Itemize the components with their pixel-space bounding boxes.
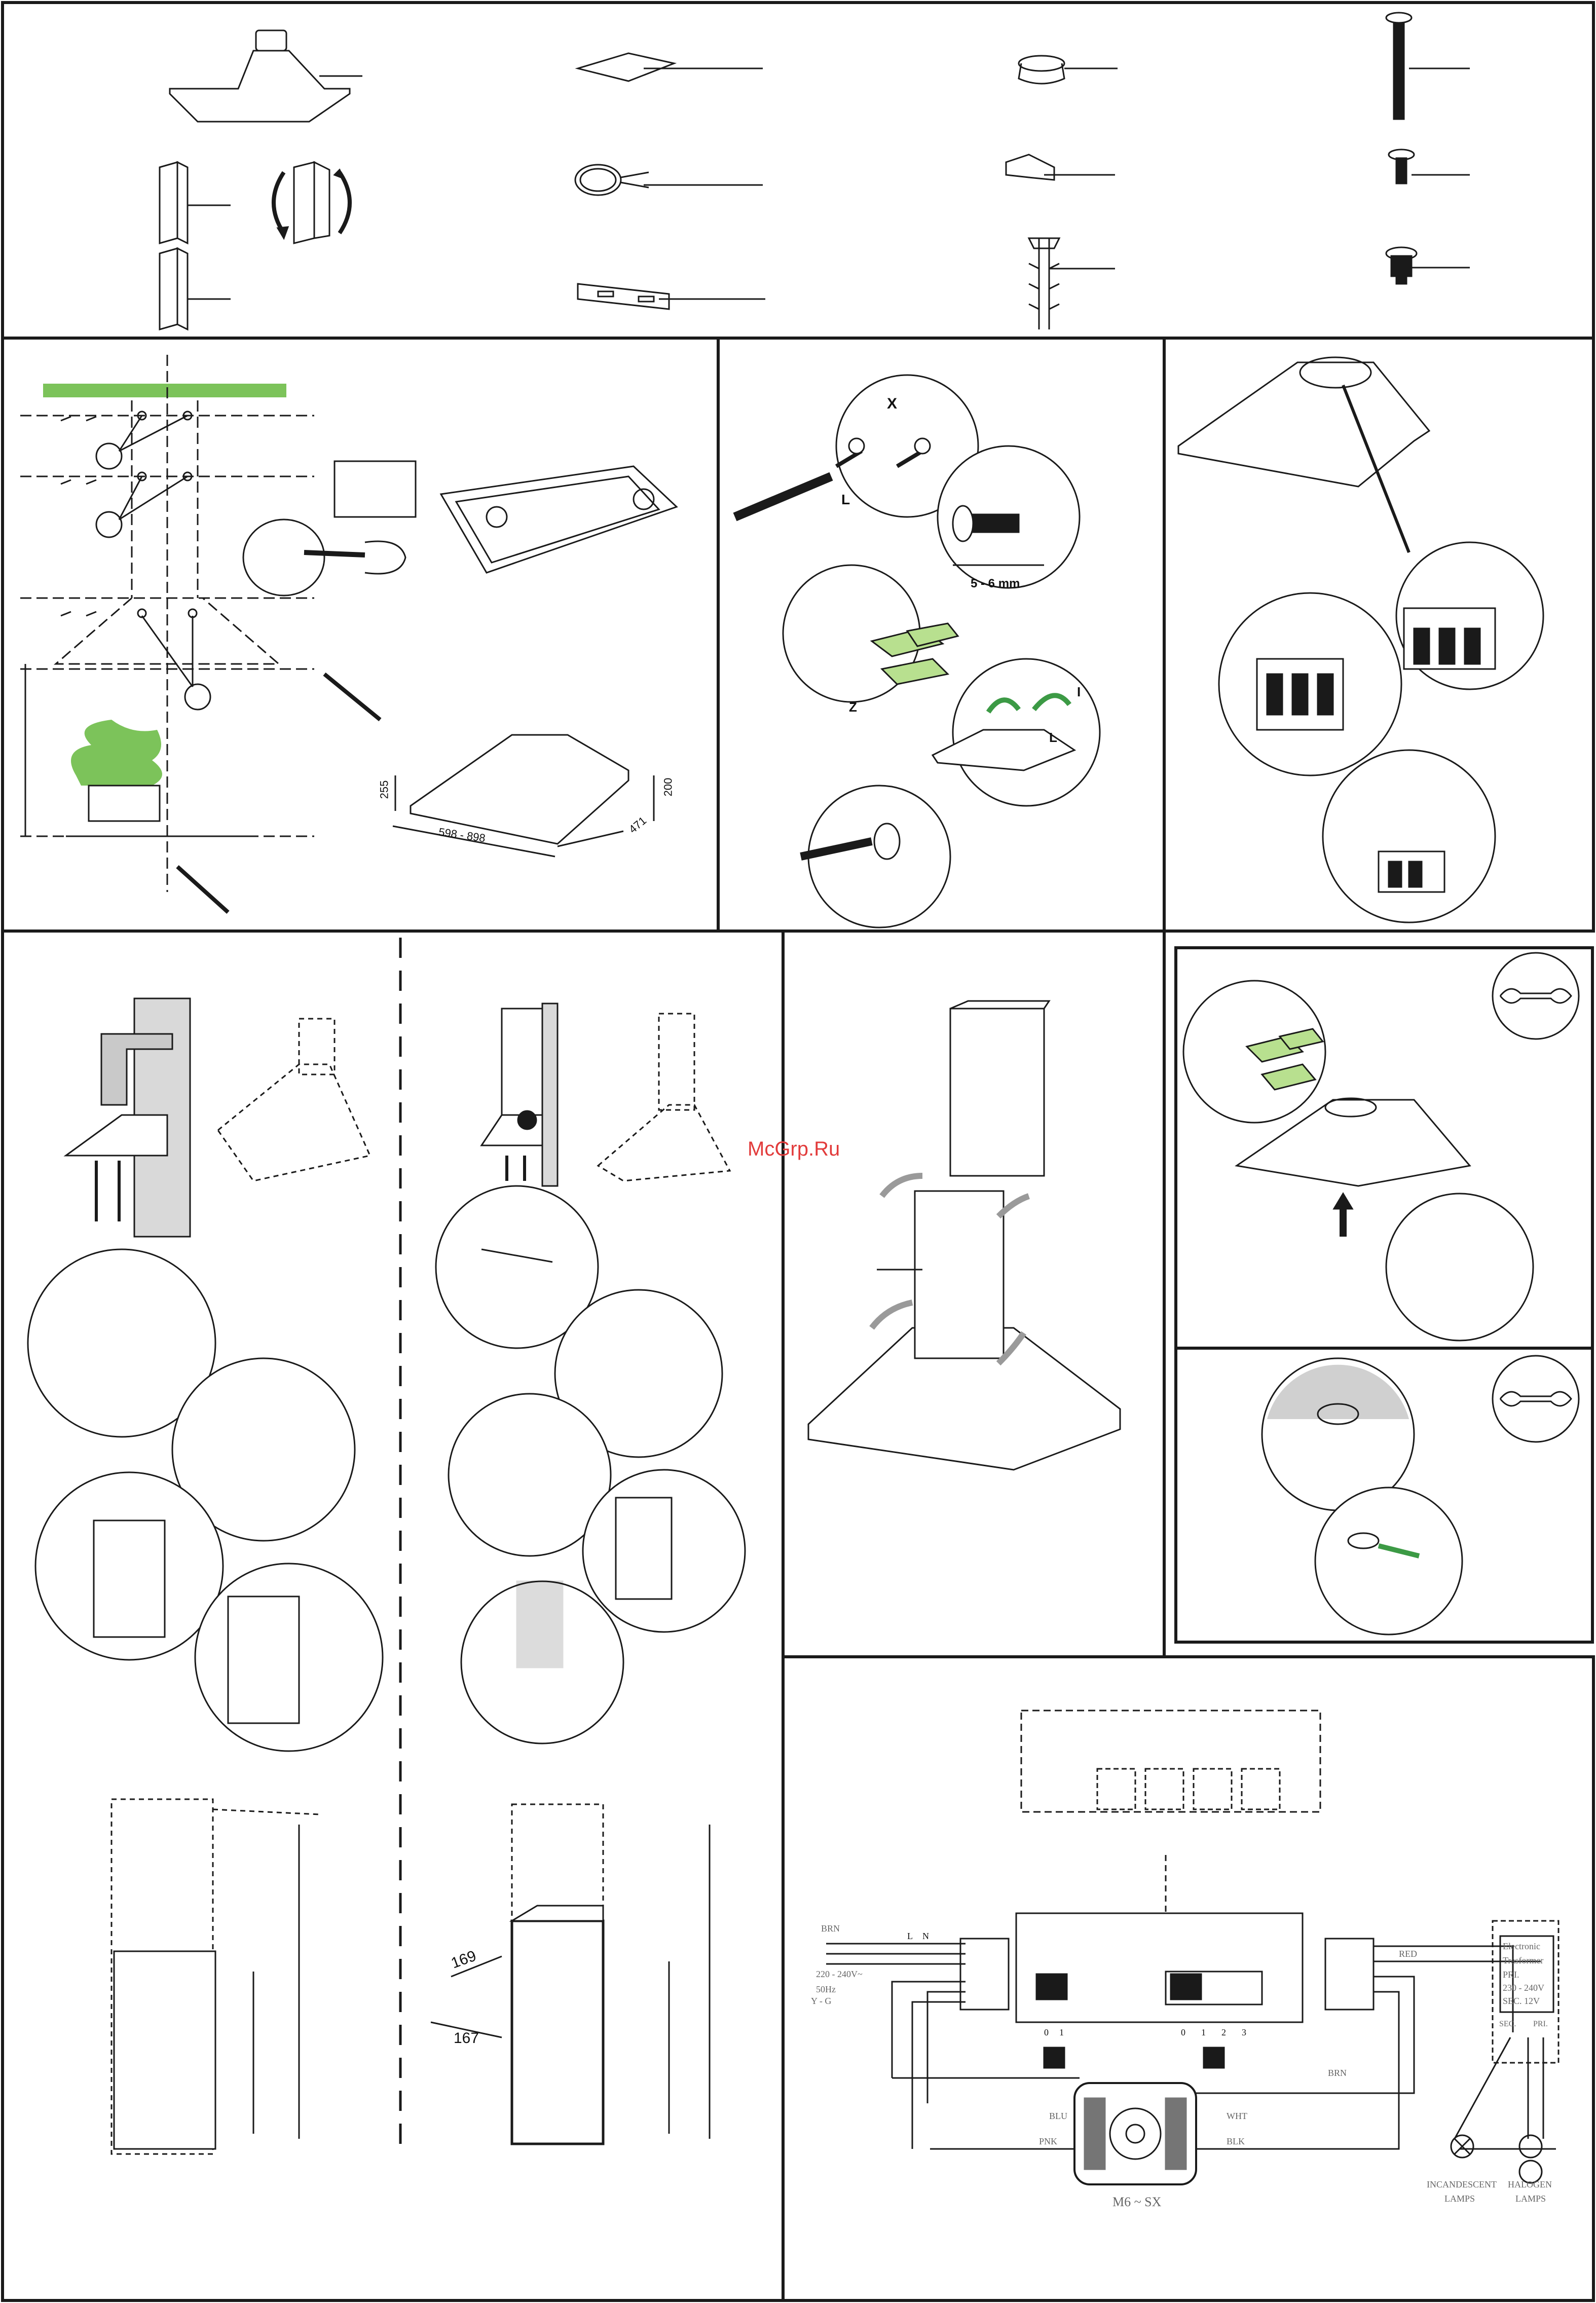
- hood-dimension-drawing: [393, 735, 654, 857]
- hood-part-icon: [170, 30, 362, 122]
- transformer-line-5: SEC. 12V: [1503, 1996, 1540, 2007]
- wire-blk: BLK: [1227, 2136, 1245, 2147]
- switch-motor-2: 2: [1221, 2027, 1226, 2038]
- transformer-line-3: PRI.: [1503, 1970, 1519, 1980]
- terminal-l: L: [907, 1931, 913, 1942]
- label-l: L: [841, 492, 850, 508]
- maintenance-filters: [1183, 953, 1579, 1341]
- label-x: X: [887, 395, 897, 413]
- ground-label: Y - G: [811, 1996, 831, 2007]
- wall-layout-diagram: [20, 355, 677, 912]
- pri-label: PRI.: [1533, 2020, 1548, 2029]
- dim-duct-w2: 167: [454, 2030, 479, 2047]
- duct-pieces-icon: [160, 162, 350, 329]
- wire-brn-bottom: BRN: [1328, 2068, 1347, 2078]
- supply-voltage: 220 - 240V~: [816, 1969, 863, 1980]
- wallplug-part-icon: [1029, 238, 1115, 329]
- short-screw-part-icon: [1389, 150, 1470, 183]
- pot-steam-icon: [66, 720, 258, 836]
- bracket-part-icon: [578, 284, 765, 309]
- incandescent-label-2: LAMPS: [1444, 2194, 1475, 2204]
- sec-label: SEC.: [1499, 2020, 1516, 2029]
- wire-red: RED: [1399, 1949, 1417, 1959]
- halogen-label-2: LAMPS: [1515, 2194, 1546, 2204]
- duct-mounting-right: [431, 1004, 745, 2144]
- terminal-n: N: [922, 1931, 929, 1942]
- label-gap: 5 - 6 mm: [971, 577, 1020, 591]
- bolt-part-icon: [1386, 247, 1470, 284]
- cable-part-icon: [575, 165, 763, 195]
- clip-part-icon: [1006, 155, 1115, 180]
- dim-hood-h2: 255: [378, 781, 391, 799]
- plate-part-icon: [578, 53, 763, 81]
- halogen-label-1: HALOGEN: [1508, 2179, 1552, 2190]
- label-i: I: [1077, 684, 1081, 700]
- label-z: Z: [849, 699, 857, 715]
- label-l-right: L: [1049, 730, 1057, 746]
- wire-wht: WHT: [1227, 2111, 1247, 2122]
- hood-underside-icon: [441, 466, 677, 573]
- switch-motor-3: 3: [1242, 2027, 1246, 2038]
- electrical-connection-steps: [1178, 357, 1543, 922]
- wire-pnk: PNK: [1039, 2136, 1057, 2147]
- transformer-line-2: Trasformer: [1503, 1955, 1543, 1966]
- fixing-steps: [735, 375, 1100, 927]
- switch-motor-1: 1: [1201, 2027, 1206, 2038]
- motor-label: M6 ~ SX: [1112, 2195, 1161, 2210]
- transformer-line-4: 230 - 240V: [1503, 1983, 1544, 1993]
- chimney-assembly: [808, 1001, 1120, 1470]
- maintenance-lamp: [1262, 1356, 1579, 1635]
- transformer-line-1: Electronic: [1503, 1941, 1540, 1952]
- switch-light-1: 1: [1059, 2027, 1064, 2038]
- switch-light-0: 0: [1044, 2027, 1049, 2038]
- switch-motor-0: 0: [1181, 2027, 1185, 2038]
- watermark: McGrp.Ru: [748, 1138, 840, 1161]
- duct-mounting-left: [28, 938, 400, 2154]
- long-screw-part-icon: [1386, 13, 1470, 119]
- wire-brn-top: BRN: [821, 1923, 840, 1934]
- supply-frequency: 50Hz: [816, 1984, 836, 1995]
- cap-part-icon: [1019, 56, 1118, 84]
- parts-list: [160, 13, 1470, 329]
- wire-blu: BLU: [1049, 2111, 1067, 2122]
- dim-hood-height: 200: [661, 778, 675, 797]
- wiring-diagram: [826, 1711, 1558, 2184]
- incandescent-label-1: INCANDESCENT: [1427, 2179, 1497, 2190]
- drill-bubble-icon: [243, 461, 416, 596]
